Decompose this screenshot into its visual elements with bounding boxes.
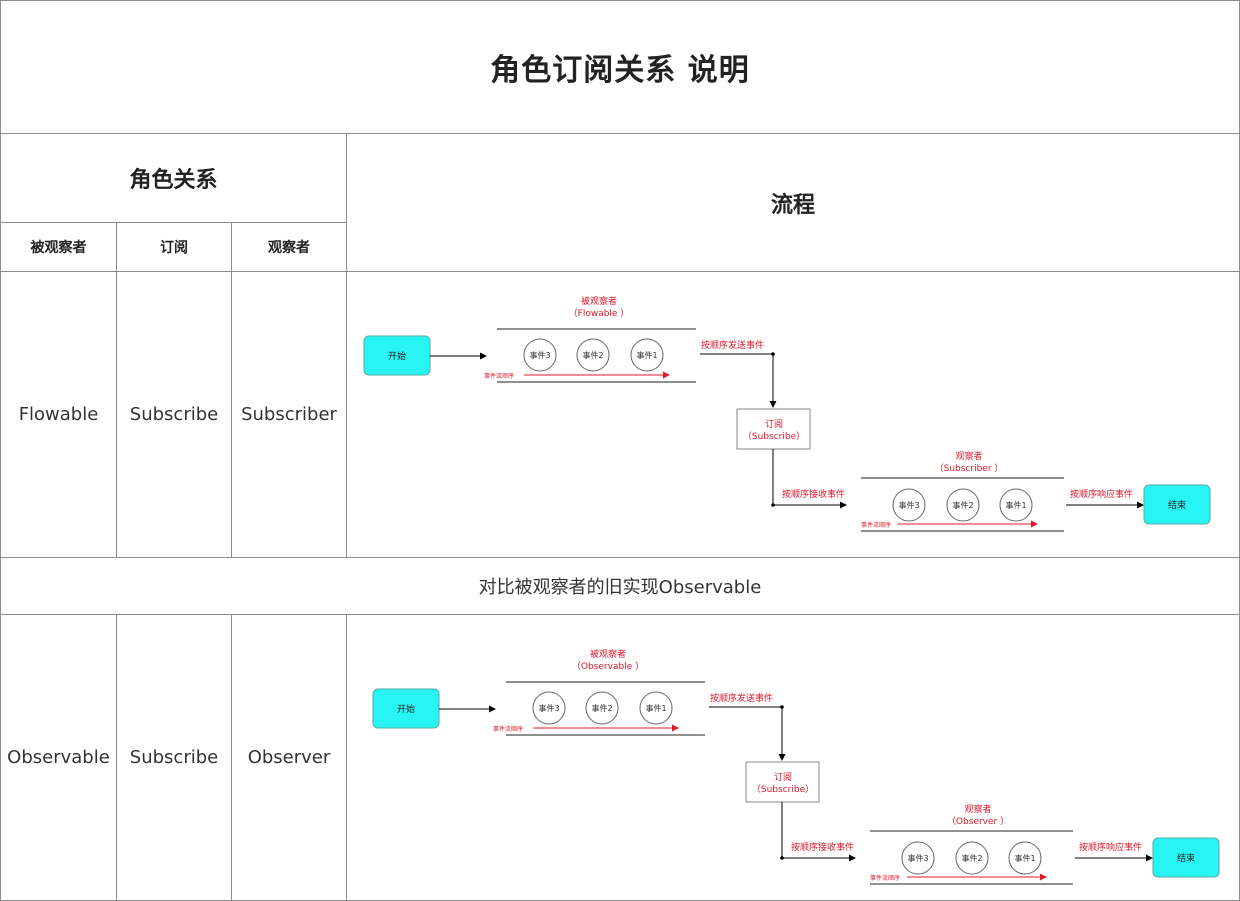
row1-cell-subscribe: Subscribe <box>116 271 232 558</box>
roles-header-cell: 角色关系 <box>0 133 347 223</box>
column-header-observable: 被观察者 <box>0 222 117 272</box>
row2-flow-cell <box>346 614 1240 901</box>
row2-cell-observable: Observable <box>0 614 117 901</box>
cell-text: Subscriber <box>241 404 337 425</box>
cell-text: Subscribe <box>129 747 219 768</box>
compare-title: 对比被观察者的旧实现Observable <box>478 577 762 598</box>
row2-cell-subscribe: Subscribe <box>116 614 232 901</box>
flow-header-cell: 流程 <box>346 133 1240 272</box>
row2-cell-observer: Observer <box>231 614 347 901</box>
roles-header: 角色关系 <box>129 168 218 193</box>
column-header-label: 订阅 <box>160 240 188 256</box>
title-box: 角色订阅关系 说明 <box>0 0 1240 134</box>
column-header-observer: 观察者 <box>231 222 347 272</box>
row1-flow-cell <box>346 271 1240 558</box>
column-header-label: 被观察者 <box>30 240 87 256</box>
compare-row: 对比被观察者的旧实现Observable <box>0 557 1240 615</box>
row1-cell-observer: Subscriber <box>231 271 347 558</box>
cell-text: Subscribe <box>129 404 219 425</box>
cell-text: Flowable <box>18 404 99 425</box>
column-header-label: 观察者 <box>268 240 310 256</box>
flow-header: 流程 <box>770 192 815 218</box>
cell-text: Observable <box>7 747 110 768</box>
cell-text: Observer <box>247 747 331 768</box>
page-title: 角色订阅关系 说明 <box>490 53 750 88</box>
column-header-subscribe: 订阅 <box>116 222 232 272</box>
row1-cell-observable: Flowable <box>0 271 117 558</box>
